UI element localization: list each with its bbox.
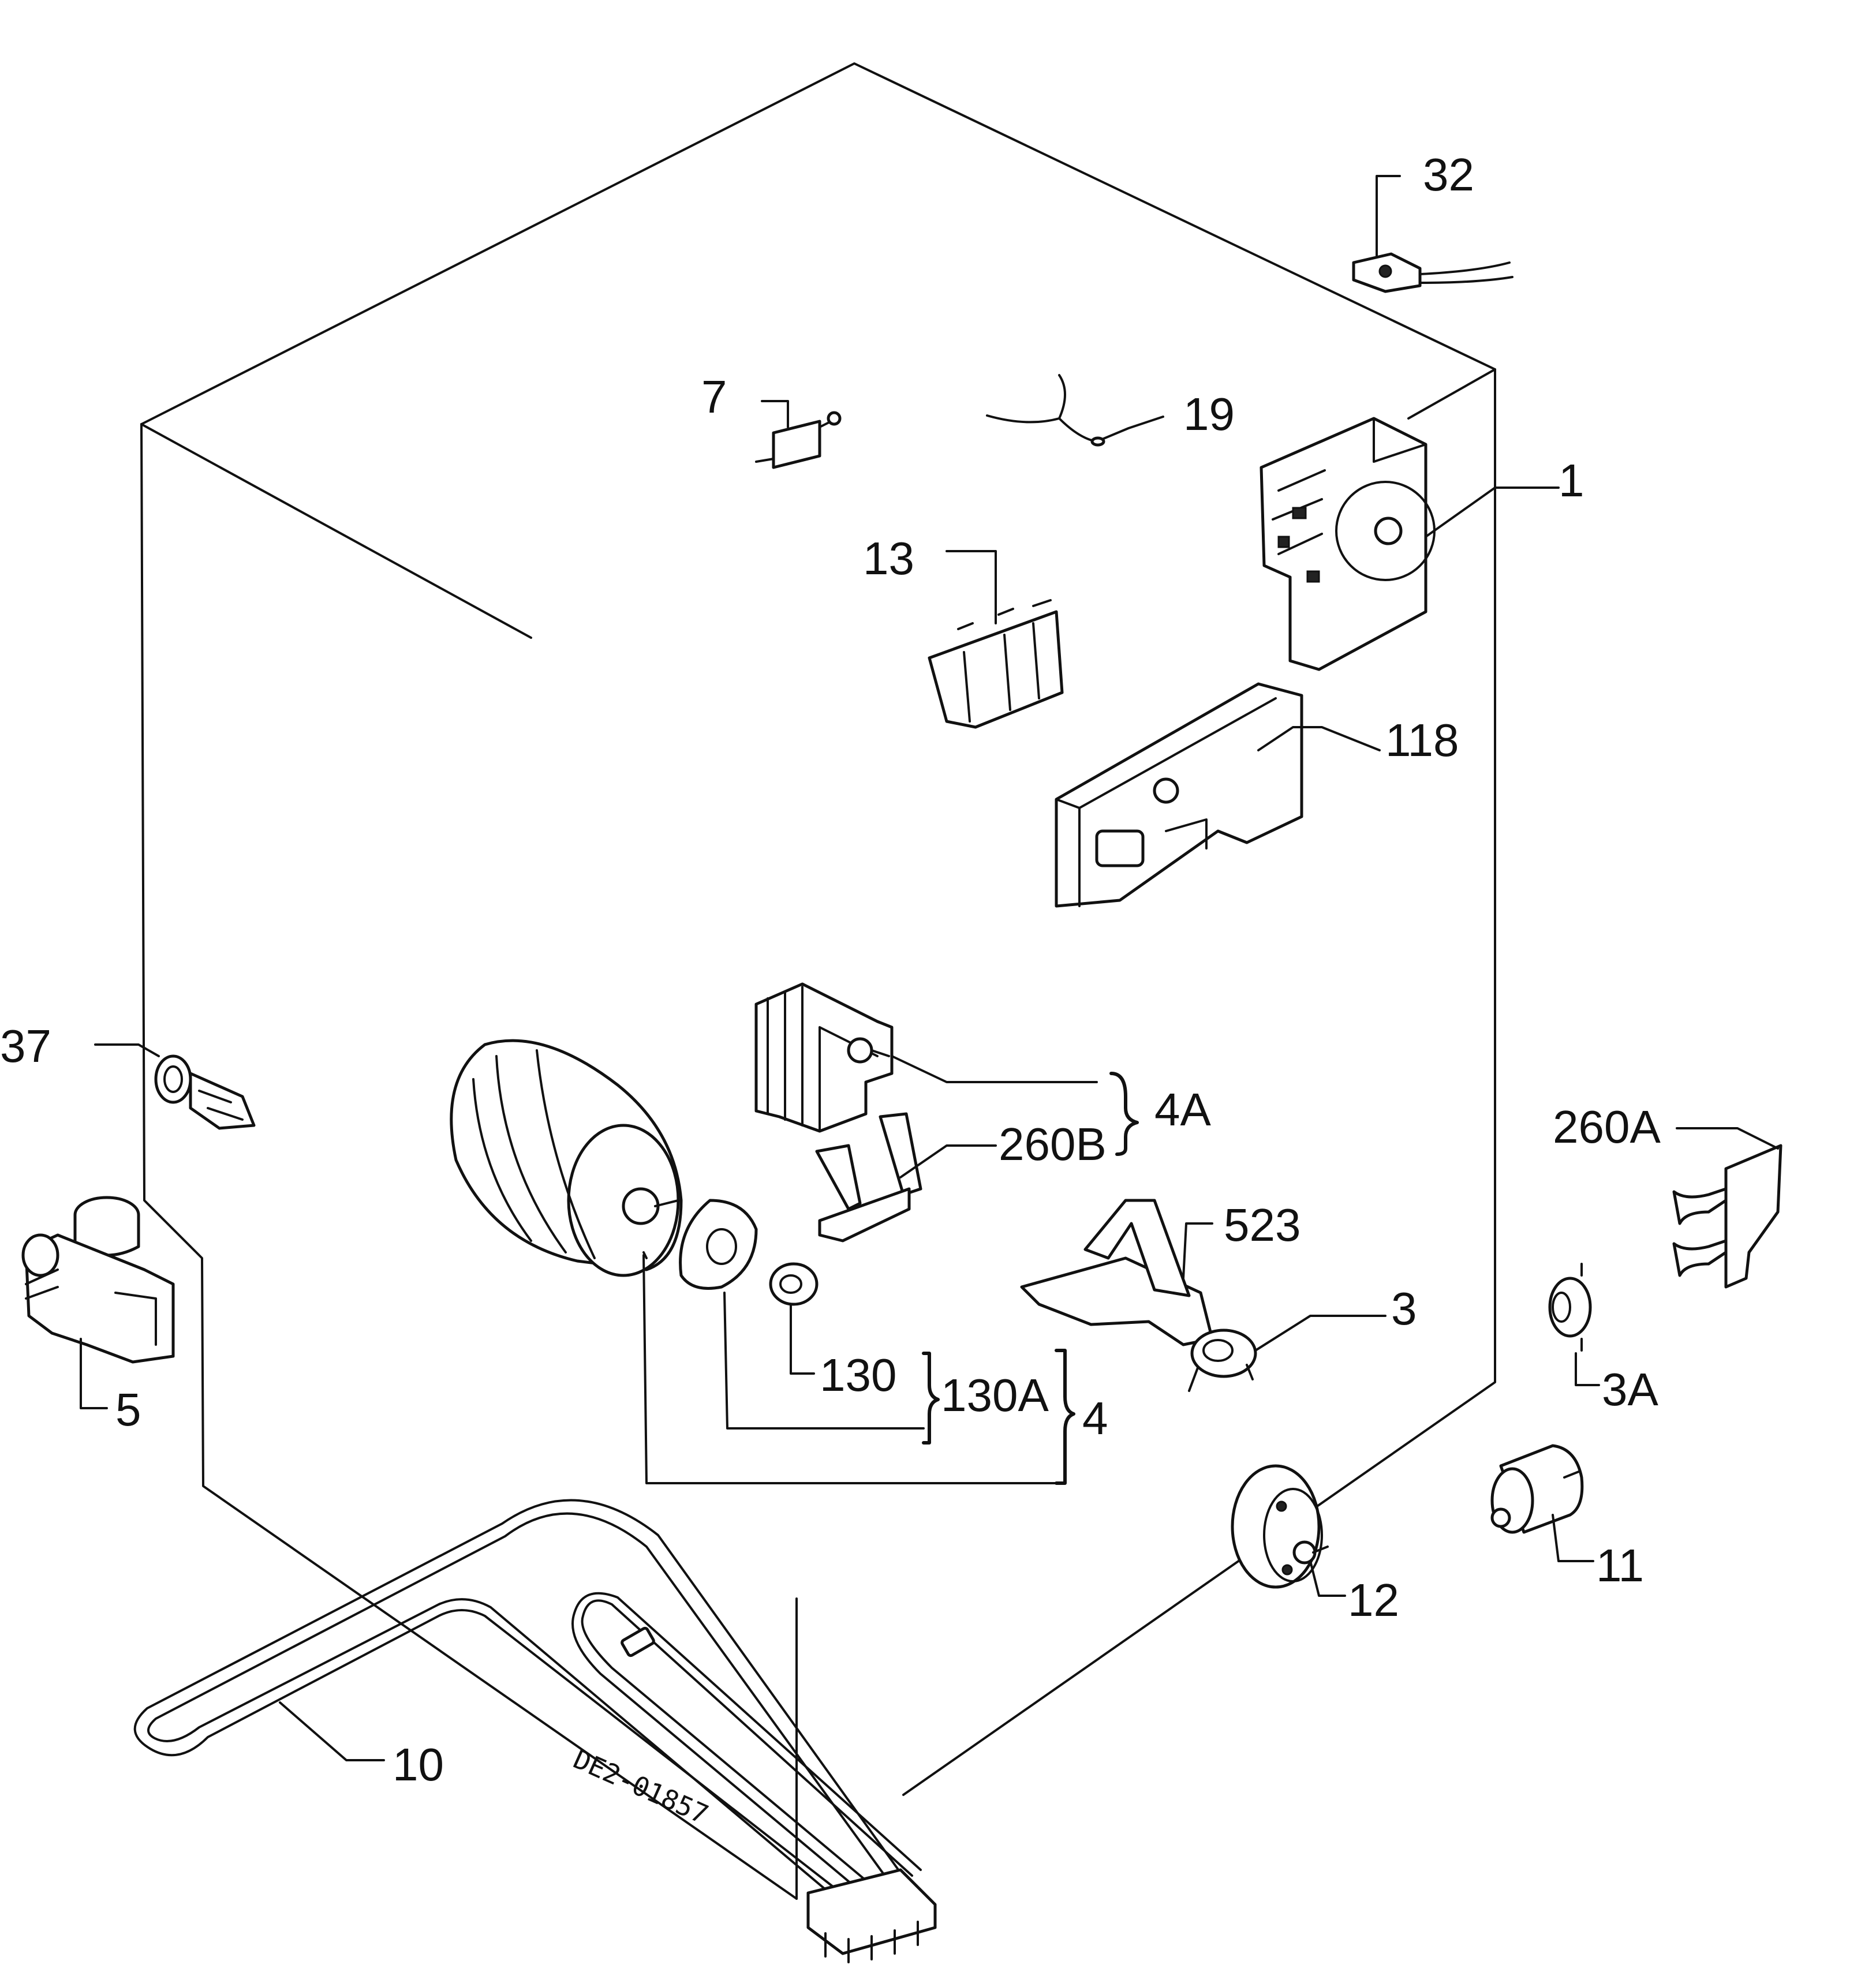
brace-4a [1109, 1072, 1139, 1156]
drawing-code: DE2-01857 [569, 1743, 713, 1831]
label-4a: 4A [1154, 1084, 1211, 1135]
label-5: 5 [115, 1384, 141, 1435]
label-4: 4 [1082, 1393, 1108, 1444]
label-13: 13 [863, 533, 914, 584]
label-7: 7 [701, 371, 727, 422]
label-19: 19 [1183, 388, 1235, 440]
part-260a-bracket[interactable] [1672, 1127, 1782, 1289]
part-260b-bracket[interactable] [815, 1112, 997, 1243]
label-1: 1 [1559, 455, 1584, 506]
label-37: 37 [0, 1020, 51, 1072]
part-10-heating-element[interactable] [133, 1499, 937, 1963]
part-4a-fan-motor[interactable] [754, 982, 1098, 1133]
brace-130a [922, 1352, 940, 1445]
part-12-pressure-switch[interactable] [1231, 1464, 1346, 1597]
cabinet-outline [140, 62, 1496, 1900]
part-11-capacitor[interactable] [1490, 1444, 1594, 1562]
part-3-thermostat[interactable] [1188, 1315, 1387, 1392]
label-260a: 260A [1553, 1101, 1661, 1152]
part-37-door-lock[interactable] [94, 1043, 256, 1130]
label-3a: 3A [1602, 1364, 1658, 1415]
part-5-water-valve[interactable] [21, 1196, 175, 1409]
part-130-bearing[interactable] [769, 1262, 819, 1375]
label-523: 523 [1224, 1199, 1301, 1251]
part-19-wire-sensor[interactable] [986, 374, 1164, 447]
part-130a-flange[interactable] [679, 1199, 925, 1430]
part-32-lamp-connector[interactable] [1352, 175, 1513, 293]
label-3: 3 [1391, 1283, 1417, 1334]
label-260b: 260B [999, 1118, 1107, 1170]
part-523-holder-plate[interactable] [1020, 1199, 1214, 1346]
label-32: 32 [1423, 149, 1474, 200]
label-10: 10 [393, 1739, 444, 1790]
part-118-electronic-module[interactable] [1055, 682, 1381, 908]
part-4-motor[interactable] [450, 1039, 1057, 1484]
brace-4 [1055, 1349, 1075, 1485]
part-13-terminal-block[interactable] [928, 550, 1064, 729]
part-1-programmer-timer[interactable] [1260, 417, 1560, 671]
label-11: 11 [1596, 1540, 1644, 1591]
label-130a: 130A [941, 1369, 1049, 1421]
label-12: 12 [1348, 1574, 1399, 1626]
part-7-switch[interactable] [755, 400, 842, 469]
part-3a-thermostat[interactable] [1548, 1263, 1600, 1386]
label-130: 130 [820, 1349, 896, 1401]
label-118: 118 [1385, 714, 1459, 766]
